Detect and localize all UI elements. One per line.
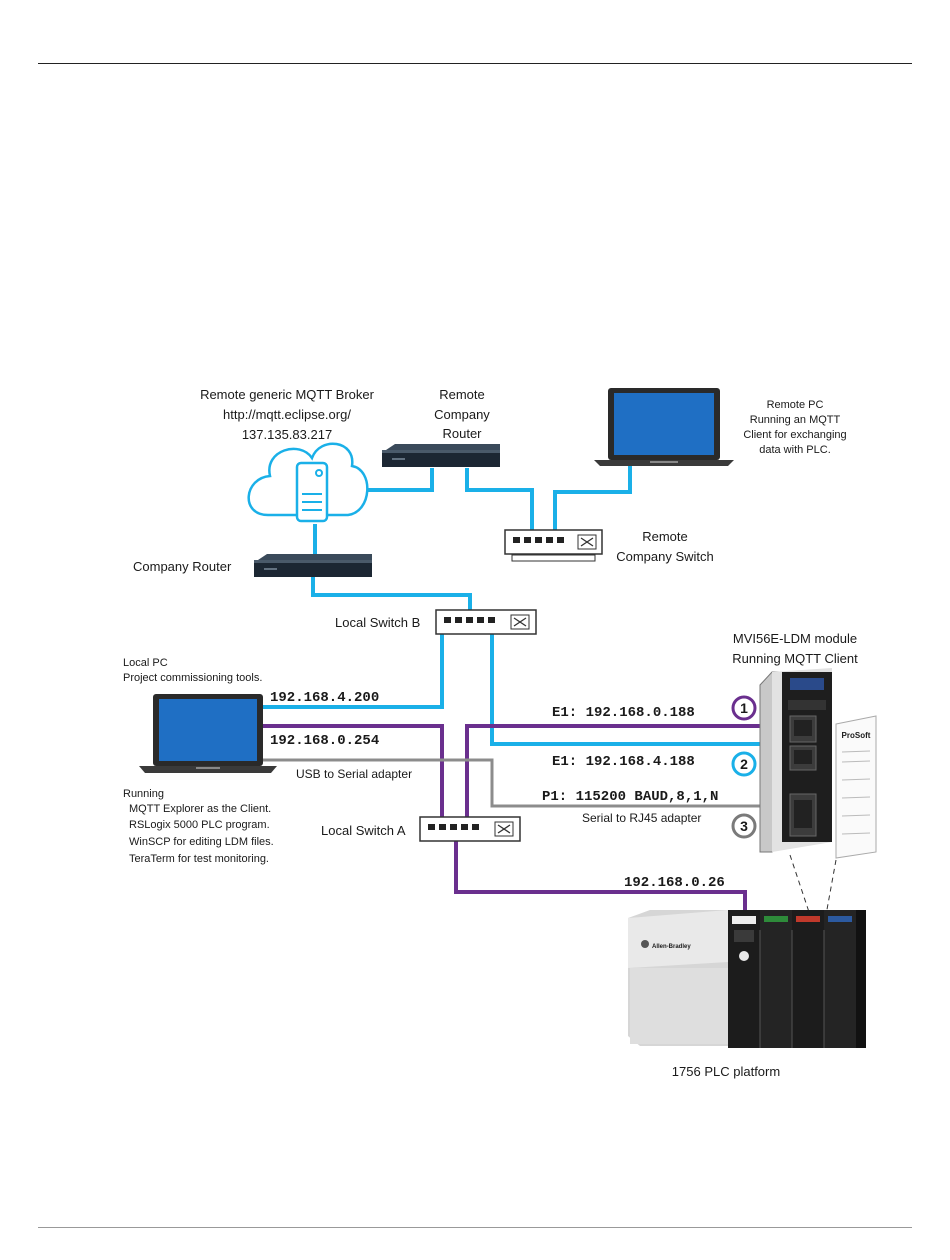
e1-label-b: E1: 192.168.4.188 bbox=[552, 754, 695, 770]
module-callout-right bbox=[825, 859, 837, 916]
cable-switch-a-module-e1a bbox=[465, 724, 808, 820]
remote-pc-label-2: Running an MQTT bbox=[750, 414, 841, 426]
cable-pc-switch-a bbox=[262, 724, 444, 820]
remote-switch-label-2: Company Switch bbox=[616, 549, 714, 564]
svg-text:2: 2 bbox=[740, 756, 748, 772]
local-switch-a-icon bbox=[419, 816, 521, 842]
pc-ip-1: 192.168.4.200 bbox=[270, 690, 379, 706]
company-router-label: Company Router bbox=[133, 559, 232, 574]
badge-3: 3 bbox=[731, 813, 757, 839]
local-switch-b-icon bbox=[435, 609, 537, 635]
local-laptop-icon bbox=[139, 694, 277, 773]
remote-pc-label-1: Remote PC bbox=[767, 399, 824, 411]
cable-pc-switch-b bbox=[262, 634, 444, 709]
plc-chassis-icon: Allen-Bradley bbox=[628, 910, 866, 1048]
running-item-3: WinSCP for editing LDM files. bbox=[129, 836, 274, 848]
remote-pc-label-4: data with PLC. bbox=[759, 444, 831, 456]
p1-label: P1: 115200 BAUD,8,1,N bbox=[542, 789, 718, 805]
cable-switch-a-plc bbox=[454, 840, 747, 910]
plc-ip: 192.168.0.26 bbox=[624, 875, 725, 891]
serial-rj45-label: Serial to RJ45 adapter bbox=[582, 811, 701, 825]
local-switch-b-label: Local Switch B bbox=[335, 615, 420, 630]
ldm-module-icon: ProSoft bbox=[759, 668, 877, 859]
remote-router-label-1: Remote bbox=[439, 387, 485, 402]
running-item-2: RSLogix 5000 PLC program. bbox=[129, 819, 270, 831]
footer-rule bbox=[38, 1227, 912, 1228]
allen-bradley-brand: Allen-Bradley bbox=[652, 944, 691, 950]
pc-ip-2: 192.168.0.254 bbox=[270, 733, 379, 749]
e1-label-a: E1: 192.168.0.188 bbox=[552, 705, 695, 721]
local-switch-a-label: Local Switch A bbox=[321, 823, 406, 838]
prosoft-brand: ProSoft bbox=[842, 731, 871, 740]
cable-remote-router-remote-switch bbox=[465, 468, 534, 530]
badge-2: 2 bbox=[731, 751, 757, 777]
running-label: Running bbox=[123, 788, 164, 800]
header-rule bbox=[38, 63, 912, 64]
cables bbox=[262, 466, 808, 910]
running-item-4: TeraTerm for test monitoring. bbox=[129, 853, 269, 865]
local-pc-label-2: Project commissioning tools. bbox=[123, 672, 262, 684]
cable-broker-remote-router bbox=[345, 468, 434, 492]
broker-url: http://mqtt.eclipse.org/ bbox=[223, 407, 351, 422]
usb-serial-label: USB to Serial adapter bbox=[296, 767, 412, 781]
server-icon bbox=[295, 461, 329, 523]
company-router-icon bbox=[254, 554, 372, 577]
module-callout-left bbox=[789, 854, 811, 916]
module-label-1: MVI56E-LDM module bbox=[733, 631, 857, 646]
remote-pc-label-3: Client for exchanging bbox=[743, 429, 846, 441]
remote-laptop-icon bbox=[594, 388, 734, 466]
cable-company-router-switch-b bbox=[311, 574, 472, 612]
broker-title: Remote generic MQTT Broker bbox=[200, 387, 375, 402]
remote-switch-label-1: Remote bbox=[642, 529, 688, 544]
badge-1: 1 bbox=[731, 695, 757, 721]
mqtt-broker-cloud bbox=[247, 442, 369, 523]
running-item-1: MQTT Explorer as the Client. bbox=[129, 803, 271, 815]
svg-text:1: 1 bbox=[740, 700, 748, 716]
remote-switch-icon bbox=[504, 529, 603, 562]
broker-ip: 137.135.83.217 bbox=[242, 427, 332, 442]
svg-text:3: 3 bbox=[740, 818, 748, 834]
cable-serial-usb-to-module bbox=[262, 758, 808, 808]
cable-remote-pc-remote-switch bbox=[553, 466, 632, 530]
remote-router-icon bbox=[382, 444, 500, 467]
remote-router-label-2: Company bbox=[434, 407, 490, 422]
module-label-2: Running MQTT Client bbox=[732, 651, 858, 666]
plc-platform-label: 1756 PLC platform bbox=[672, 1064, 780, 1079]
local-pc-label-1: Local PC bbox=[123, 657, 168, 669]
cable-switch-b-module-e1b bbox=[490, 634, 808, 746]
remote-router-label-3: Router bbox=[442, 426, 482, 441]
